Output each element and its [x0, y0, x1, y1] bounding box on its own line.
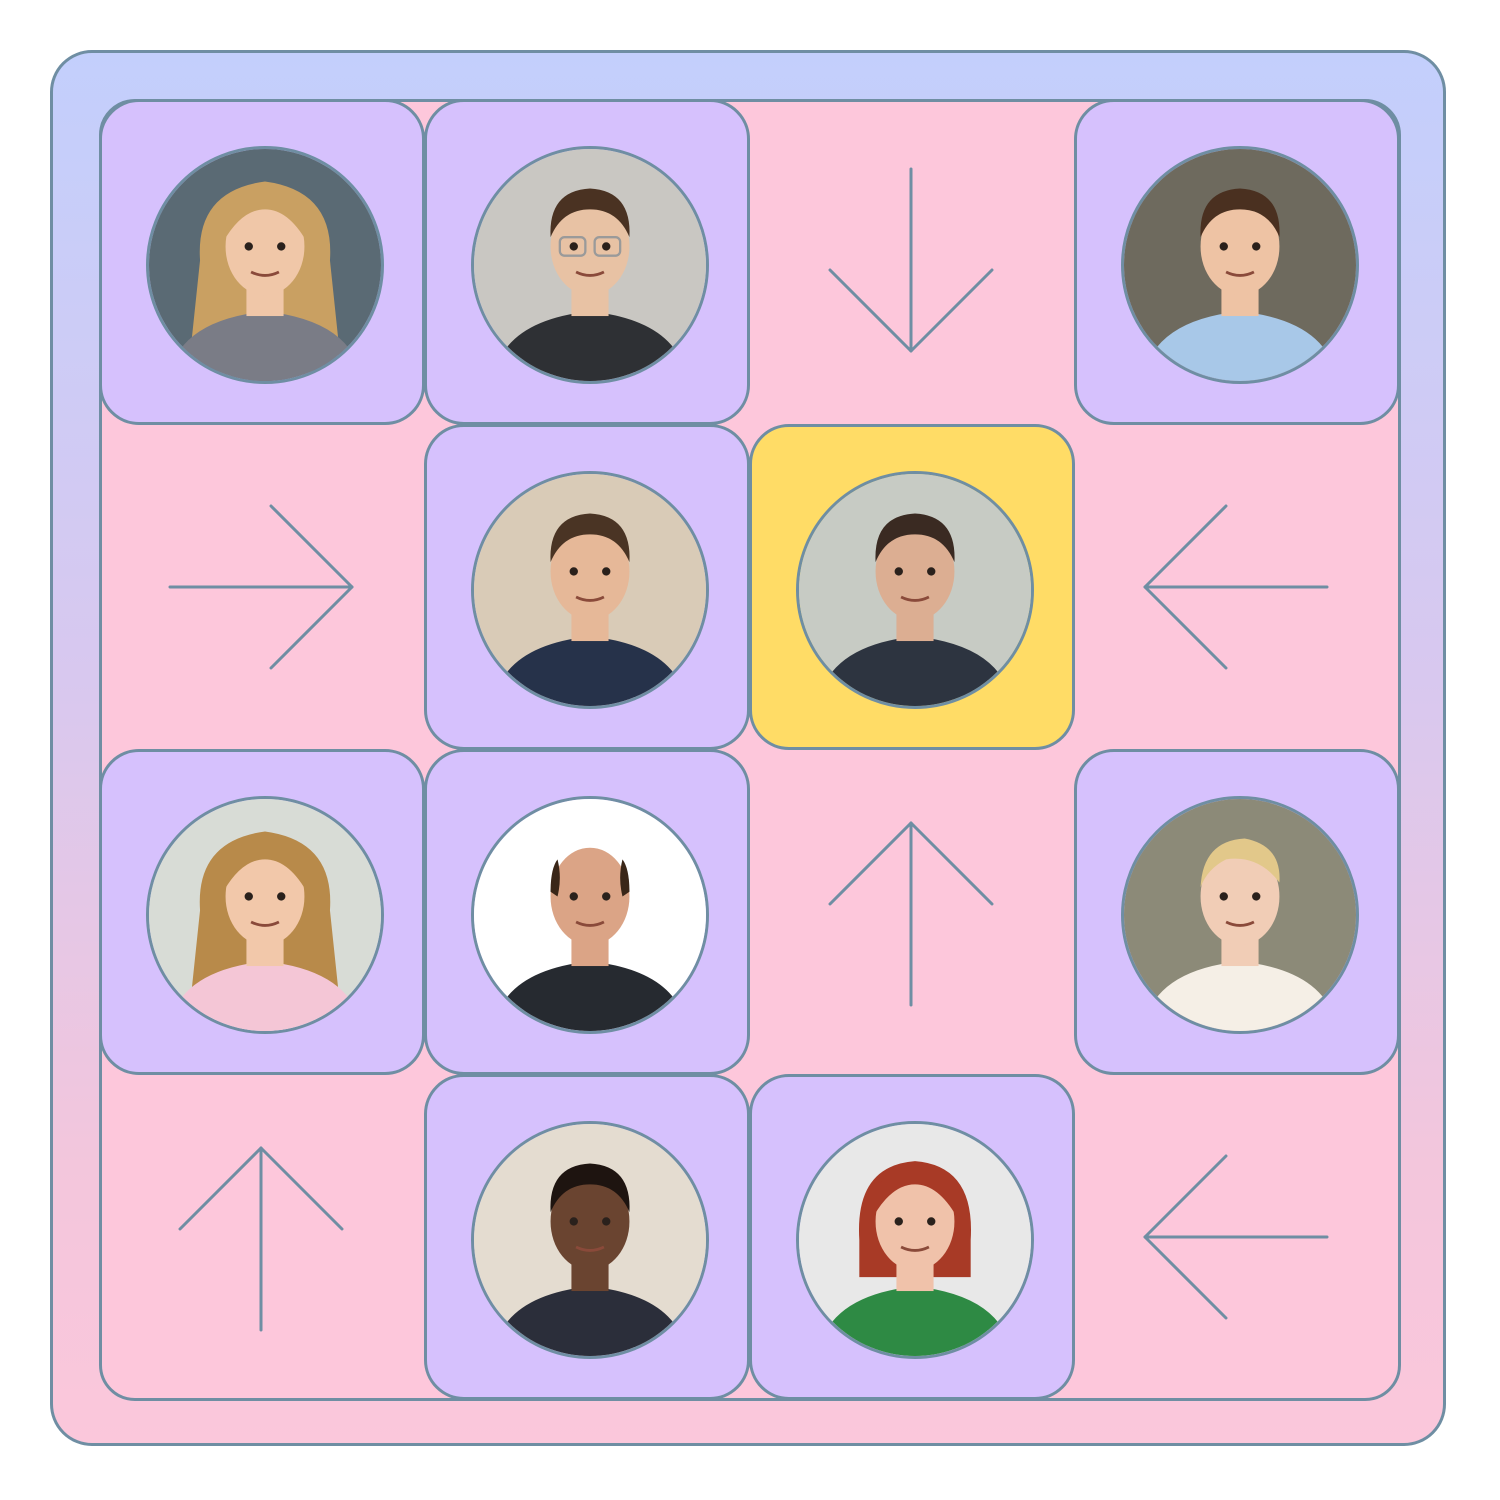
meredith-portrait: [796, 1121, 1034, 1359]
jim-portrait: [1121, 146, 1359, 384]
arrow-left-icon: [1143, 504, 1329, 670]
dwight-portrait: [471, 146, 709, 384]
tile-jim[interactable]: [1074, 99, 1400, 425]
arrow-left-icon: [1143, 1154, 1329, 1320]
tile-stanley[interactable]: [424, 1074, 750, 1400]
michael-portrait: [796, 471, 1034, 709]
arrow-left-r4c4[interactable]: [1074, 1074, 1400, 1400]
active-tile-michael[interactable]: [749, 424, 1075, 750]
jim-portrait-art: [1124, 149, 1356, 381]
holly-portrait-art: [149, 149, 381, 381]
arrow-up-r4c1[interactable]: [99, 1074, 425, 1400]
tile-pam[interactable]: [99, 749, 425, 1075]
tile-dwight[interactable]: [424, 99, 750, 425]
meredith-portrait-art: [799, 1124, 1031, 1356]
angela-portrait-art: [1124, 799, 1356, 1031]
andy-portrait: [471, 471, 709, 709]
angela-portrait: [1121, 796, 1359, 1034]
tile-kevin[interactable]: [424, 749, 750, 1075]
tile-angela[interactable]: [1074, 749, 1400, 1075]
arrow-right-r2c1[interactable]: [99, 424, 425, 750]
tile-meredith[interactable]: [749, 1074, 1075, 1400]
tile-andy[interactable]: [424, 424, 750, 750]
arrow-down-icon: [828, 167, 994, 353]
stanley-portrait: [471, 1121, 709, 1359]
arrow-up-r3c3[interactable]: [749, 749, 1075, 1075]
dwight-portrait-art: [474, 149, 706, 381]
holly-portrait: [146, 146, 384, 384]
kevin-portrait: [471, 796, 709, 1034]
arrow-down-r1c3[interactable]: [749, 99, 1075, 425]
stanley-portrait-art: [474, 1124, 706, 1356]
kevin-portrait-art: [474, 799, 706, 1031]
arrow-right-icon: [168, 504, 354, 670]
andy-portrait-art: [474, 474, 706, 706]
arrow-up-icon: [828, 821, 994, 1007]
pam-portrait-art: [149, 799, 381, 1031]
tile-holly[interactable]: [99, 99, 425, 425]
michael-portrait-art: [799, 474, 1031, 706]
pam-portrait: [146, 796, 384, 1034]
arrow-left-r2c4[interactable]: [1074, 424, 1400, 750]
arrow-up-icon: [178, 1146, 344, 1332]
